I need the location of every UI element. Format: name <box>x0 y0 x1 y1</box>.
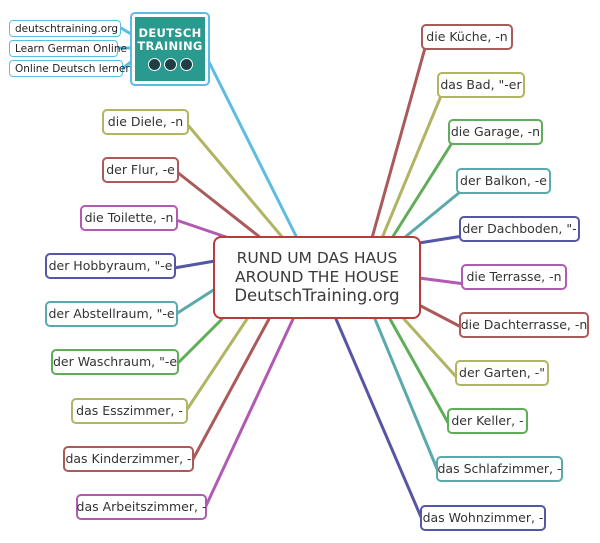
branch-label: das Wohnzimmer, - <box>422 509 544 525</box>
branch-label: das Esszimmer, - <box>76 402 183 418</box>
branch-label: der Waschraum, "-e <box>52 353 178 369</box>
branch-das-bad[interactable]: das Bad, "-er <box>437 72 525 98</box>
branch-die-dachterrasse[interactable]: die Dachterrasse, -n <box>459 312 589 338</box>
connector-line <box>334 317 426 526</box>
branch-die-toilette[interactable]: die Toilette, -n <box>80 205 178 231</box>
branch-label: der Keller, - <box>451 412 524 428</box>
branch-label: der Hobbyraum, "-e <box>48 257 173 273</box>
connector-line <box>174 218 231 240</box>
branch-die-diele[interactable]: die Diele, -n <box>102 109 189 135</box>
central-topic-line2: AROUND THE HOUSE <box>234 267 400 286</box>
branch-das-kinderzimmer[interactable]: das Kinderzimmer, - <box>63 446 194 472</box>
connector-line <box>175 170 263 240</box>
branch-label: die Dachterrasse, -n <box>460 316 588 332</box>
site-link-learn-german-label: Learn German Online <box>15 42 127 55</box>
branch-label: der Balkon, -e <box>460 172 547 188</box>
logo-line1: DEUTSCH <box>138 26 202 41</box>
branch-der-keller[interactable]: der Keller, - <box>447 408 528 434</box>
connector-line <box>172 259 217 270</box>
branch-das-wohnzimmer[interactable]: das Wohnzimmer, - <box>420 505 546 531</box>
branch-label: der Abstellraum, "-e <box>48 305 175 321</box>
connector-line <box>417 276 467 286</box>
logo-connector-line <box>206 58 299 240</box>
connector-line <box>417 303 465 330</box>
connector-line <box>175 317 224 366</box>
branch-der-hobbyraum[interactable]: der Hobbyraum, "-e <box>45 253 176 279</box>
logo-badges <box>147 57 193 71</box>
site-link-connector-line <box>119 26 133 36</box>
branch-label: das Kinderzimmer, - <box>65 450 192 466</box>
branch-die-kueche[interactable]: die Küche, -n <box>421 24 513 50</box>
branch-das-arbeitszimmer[interactable]: das Arbeitszimmer, - <box>76 494 207 520</box>
branch-die-terrasse[interactable]: die Terrasse, -n <box>461 264 567 290</box>
site-link-learn-german[interactable]: Learn German Online <box>9 40 127 57</box>
connector-line <box>402 190 462 240</box>
connector-line <box>203 317 295 510</box>
site-link-domain[interactable]: deutschtraining.org <box>9 20 121 37</box>
logo-tile: DEUTSCH TRAINING <box>135 17 205 81</box>
branch-der-balkon[interactable]: der Balkon, -e <box>456 168 551 194</box>
site-link-domain-label: deutschtraining.org <box>15 22 119 35</box>
connector-line <box>388 317 453 430</box>
branch-der-waschraum[interactable]: der Waschraum, "-e <box>51 349 179 375</box>
branch-label: der Flur, -e <box>106 161 175 177</box>
connector-line <box>185 122 285 240</box>
central-topic[interactable]: RUND UM DAS HAUS AROUND THE HOUSE Deutsc… <box>213 236 421 319</box>
branch-der-dachboden[interactable]: der Dachboden, "- <box>459 216 580 242</box>
logo-badge-icon <box>179 57 193 71</box>
connector-line <box>390 141 454 240</box>
branch-label: der Dachboden, "- <box>462 220 577 236</box>
connector-line <box>184 317 249 413</box>
branch-label: die Garage, -n <box>450 123 541 139</box>
connector-line <box>402 317 461 382</box>
branch-das-esszimmer[interactable]: das Esszimmer, - <box>71 398 188 424</box>
branch-die-garage[interactable]: die Garage, -n <box>448 119 543 145</box>
connector-line <box>373 317 442 478</box>
site-link-deutsch-lernen-label: Online Deutsch lernen <box>15 62 133 75</box>
connector-line <box>417 234 465 245</box>
site-link-deutsch-lernen[interactable]: Online Deutsch lernen <box>9 60 132 77</box>
branch-label: die Terrasse, -n <box>466 268 562 284</box>
connector-line <box>174 287 217 316</box>
branch-der-flur[interactable]: der Flur, -e <box>102 157 179 183</box>
deutschtraining-logo[interactable]: DEUTSCH TRAINING <box>130 12 210 86</box>
branch-label: die Diele, -n <box>107 113 184 129</box>
branch-label: die Toilette, -n <box>84 209 174 225</box>
branch-label: das Arbeitszimmer, - <box>76 498 207 514</box>
logo-line2: TRAINING <box>137 38 203 53</box>
logo-badge-icon <box>147 57 161 71</box>
branch-das-schlafzimmer[interactable]: das Schlafzimmer, - <box>436 456 563 482</box>
branch-label: das Schlafzimmer, - <box>437 460 562 476</box>
branch-label: die Küche, -n <box>426 28 508 44</box>
connector-line <box>190 317 271 463</box>
branch-label: das Bad, "-er <box>440 76 522 92</box>
connector-line <box>380 94 443 240</box>
central-topic-line3: DeutschTraining.org <box>234 286 400 306</box>
branch-label: der Garten, -" <box>459 364 545 380</box>
connector-line <box>370 46 427 240</box>
logo-badge-icon <box>163 57 177 71</box>
site-link-connector-line <box>121 60 133 70</box>
branch-der-abstellraum[interactable]: der Abstellraum, "-e <box>45 301 178 327</box>
central-topic-line1: RUND UM DAS HAUS <box>236 249 398 267</box>
branch-der-garten[interactable]: der Garten, -" <box>455 360 549 386</box>
